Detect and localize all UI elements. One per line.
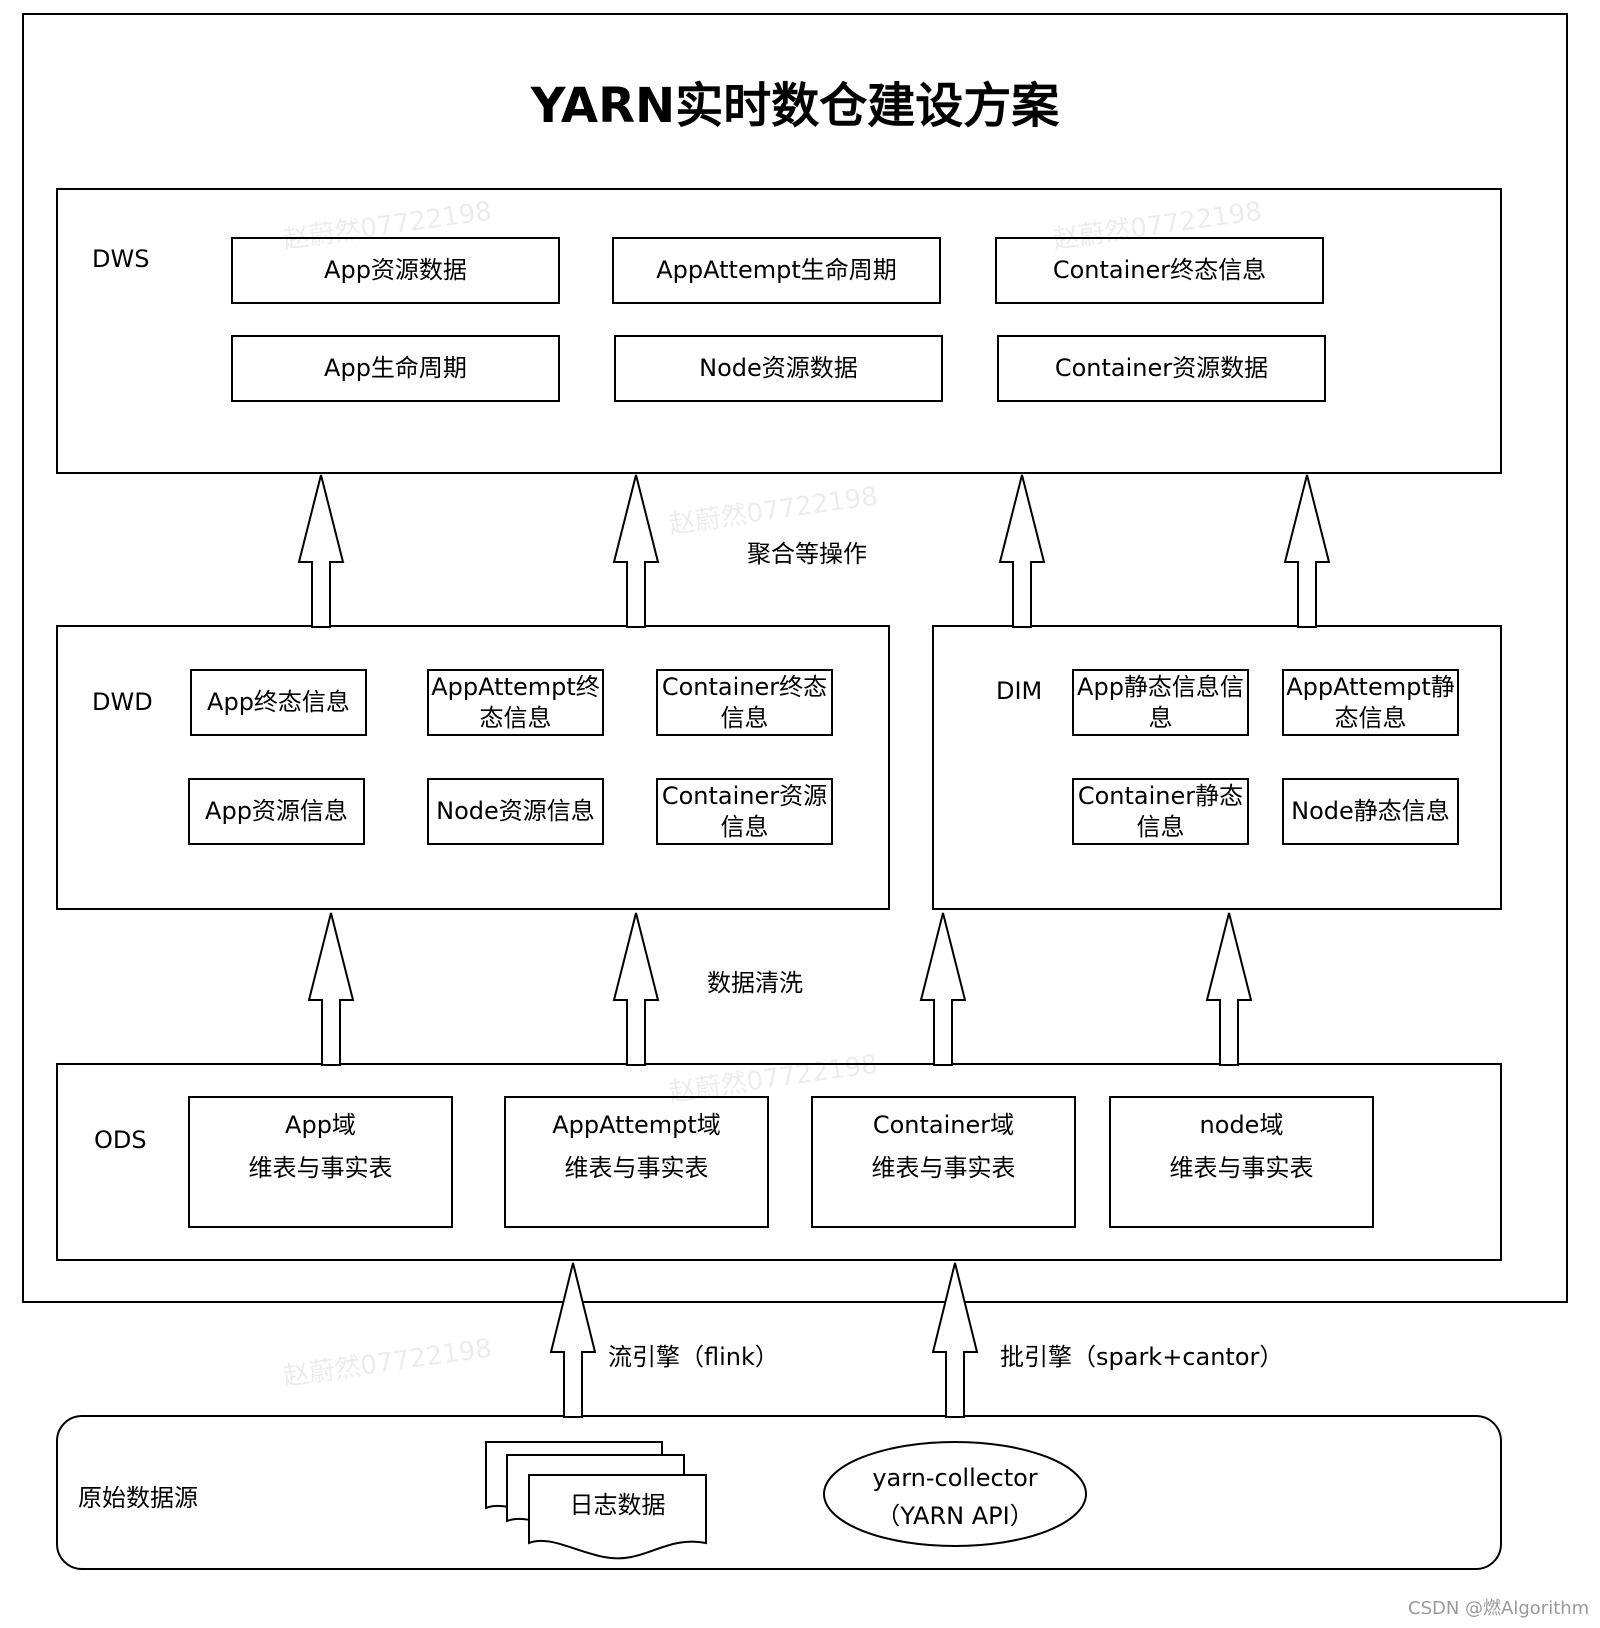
ods-box-desc: 维表与事实表 <box>564 1154 709 1182</box>
aggregate-flow-label: 聚合等操作 <box>747 540 867 568</box>
ods-box-title: node域 <box>1199 1111 1284 1139</box>
collector-ellipse <box>823 1441 1087 1547</box>
arrow-up-icon <box>307 912 355 1066</box>
dwd-box-appattempt-final-state: AppAttempt终态信息 <box>427 669 604 736</box>
ods-box-node-domain: node域 维表与事实表 <box>1109 1096 1374 1228</box>
dim-layer <box>932 625 1502 910</box>
arrow-up-icon <box>549 1262 597 1418</box>
outer-frame <box>22 13 1568 1303</box>
ods-box-container-domain: Container域 维表与事实表 <box>811 1096 1076 1228</box>
dws-label: DWS <box>92 245 150 273</box>
dwd-box-app-resource: App资源信息 <box>188 778 365 845</box>
dwd-label: DWD <box>92 688 153 716</box>
ods-box-appattempt-domain: AppAttempt域 维表与事实表 <box>504 1096 769 1228</box>
ods-box-title: App域 <box>285 1111 356 1139</box>
dws-layer <box>56 188 1502 474</box>
cleaning-flow-label: 数据清洗 <box>707 969 803 997</box>
dws-box-container-final-state: Container终态信息 <box>995 237 1324 304</box>
dws-box-app-resource: App资源数据 <box>231 237 560 304</box>
arrow-up-icon <box>1205 912 1253 1066</box>
arrow-up-icon <box>919 912 967 1066</box>
credit-text: CSDN @燃Algorithm <box>1408 1598 1590 1619</box>
source-label: 原始数据源 <box>78 1484 198 1512</box>
dwd-box-container-resource: Container资源信息 <box>656 778 833 845</box>
ods-layer <box>56 1063 1502 1261</box>
dws-box-node-resource: Node资源数据 <box>614 335 943 402</box>
dim-box-container-static: Container静态信息 <box>1072 778 1249 845</box>
diagram-title: YARN实时数仓建设方案 <box>530 78 1060 134</box>
dim-box-appattempt-static: AppAttempt静态信息 <box>1282 669 1459 736</box>
ods-box-title: AppAttempt域 <box>552 1111 721 1139</box>
arrow-up-icon <box>998 474 1046 628</box>
arrow-up-icon <box>931 1262 979 1418</box>
dws-box-container-resource: Container资源数据 <box>997 335 1326 402</box>
dwd-layer <box>56 625 890 910</box>
arrow-up-icon <box>1283 474 1331 628</box>
ods-box-desc: 维表与事实表 <box>248 1154 393 1182</box>
dim-box-node-static: Node静态信息 <box>1282 778 1459 845</box>
arrow-up-icon <box>612 474 660 628</box>
dwd-box-container-final-state: Container终态信息 <box>656 669 833 736</box>
stream-engine-label: 流引擎（flink） <box>608 1343 779 1371</box>
ods-box-app-domain: App域 维表与事实表 <box>188 1096 453 1228</box>
source-layer <box>56 1415 1502 1570</box>
ods-box-desc: 维表与事实表 <box>871 1154 1016 1182</box>
arrow-up-icon <box>297 474 345 628</box>
ods-box-title: Container域 <box>872 1111 1015 1139</box>
collector-label-line1: yarn-collector <box>872 1464 1038 1492</box>
dws-box-appattempt-lifecycle: AppAttempt生命周期 <box>612 237 941 304</box>
log-data-label: 日志数据 <box>569 1491 666 1519</box>
document-stack-icon <box>485 1441 707 1560</box>
dim-box-app-static: App静态信息信息 <box>1072 669 1249 736</box>
dws-box-app-lifecycle: App生命周期 <box>231 335 560 402</box>
collector-label-line2: （YARN API） <box>876 1502 1034 1530</box>
arrow-up-icon <box>612 912 660 1066</box>
batch-engine-label: 批引擎（spark+cantor） <box>1000 1343 1284 1371</box>
dwd-box-app-final-state: App终态信息 <box>190 669 367 736</box>
dim-label: DIM <box>996 677 1043 705</box>
ods-box-desc: 维表与事实表 <box>1169 1154 1314 1182</box>
ods-label: ODS <box>94 1126 147 1154</box>
dwd-box-node-resource: Node资源信息 <box>427 778 604 845</box>
